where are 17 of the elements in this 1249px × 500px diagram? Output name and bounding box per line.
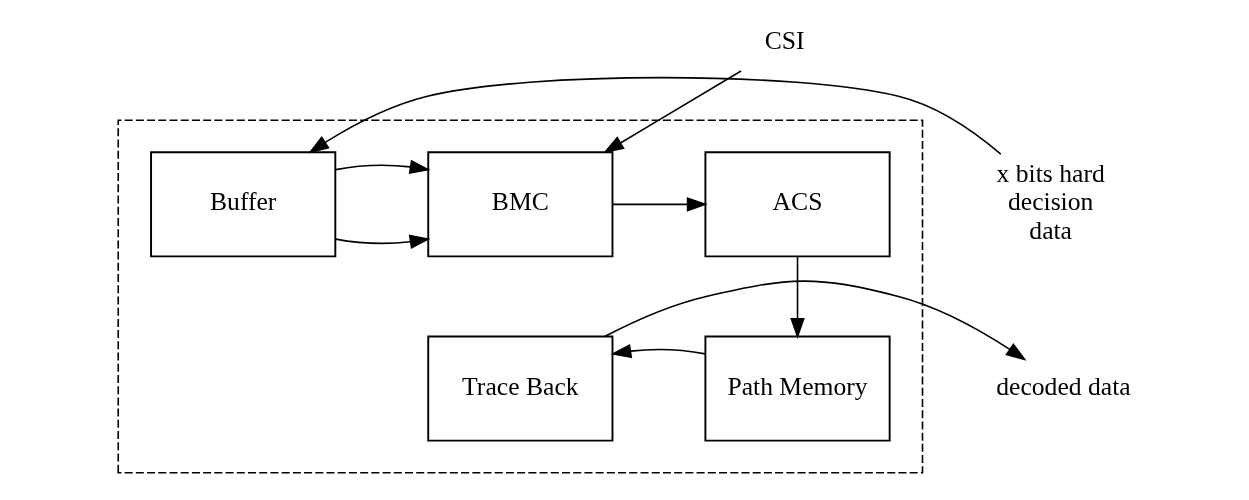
arrow <box>308 76 1002 155</box>
arrow <box>612 197 708 212</box>
arrow <box>790 256 805 339</box>
arrow <box>603 70 742 154</box>
node-box: Path Memory <box>704 335 891 442</box>
arrow <box>334 159 431 175</box>
node-box: Buffer <box>150 151 337 258</box>
node-text: CSI <box>764 26 805 56</box>
arrow <box>604 280 1027 361</box>
node-box: BMC <box>427 151 614 258</box>
node-box: Trace Back <box>427 335 614 442</box>
node-text: x bits hard decision data <box>996 158 1105 246</box>
cluster <box>117 119 924 474</box>
node-text: decoded data <box>996 371 1131 401</box>
node-box: ACS <box>704 151 891 258</box>
arrow <box>610 343 707 359</box>
arrow <box>334 234 431 249</box>
